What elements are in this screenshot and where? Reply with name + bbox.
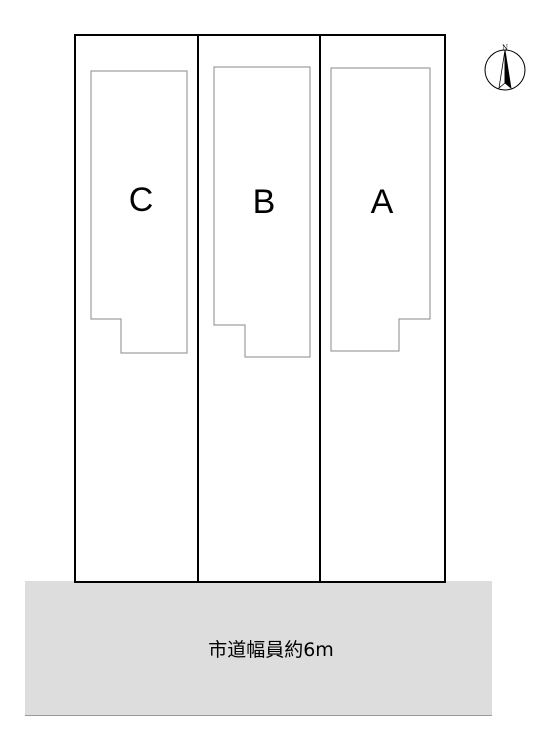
lot-b-boundary xyxy=(197,34,321,583)
lot-a-boundary xyxy=(319,34,446,583)
lot-c-boundary xyxy=(74,34,199,583)
north-arrow-icon: N xyxy=(484,44,526,91)
lot-a-building-outline xyxy=(330,67,431,352)
road-label: 市道幅員約6m xyxy=(208,639,334,661)
lot-c-building-outline xyxy=(90,70,188,354)
lot-b-building-outline xyxy=(213,66,311,358)
road xyxy=(25,581,492,715)
lot-a-label: A xyxy=(371,183,394,221)
lot-b-label: B xyxy=(253,183,276,221)
lot-c-label: C xyxy=(129,181,154,219)
compass-north-label: N xyxy=(502,44,508,52)
